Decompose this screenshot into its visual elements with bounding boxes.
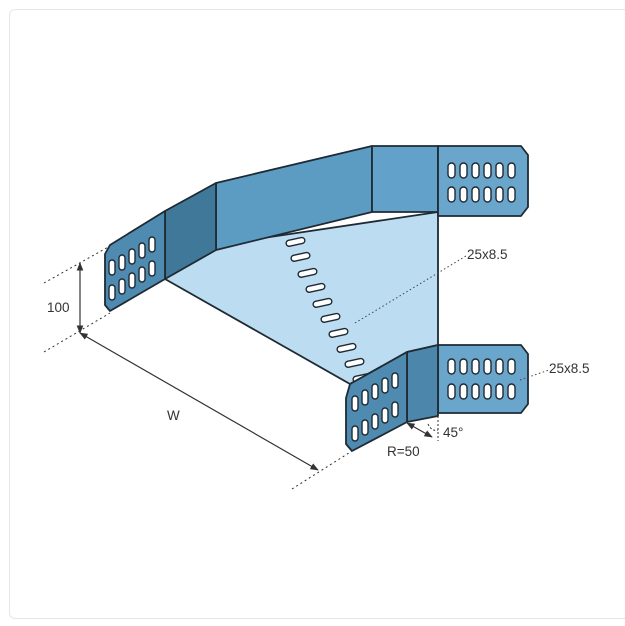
side-slot-label: 25x8.5 [549, 361, 590, 376]
flange-left-slots [108, 236, 156, 301]
flange-front-slots [351, 372, 399, 442]
height-label: 100 [47, 300, 70, 315]
flange-top-right [437, 145, 529, 217]
floor-slot-row [285, 236, 373, 383]
width-label: W [167, 408, 180, 423]
flange-top-right-slots [447, 162, 516, 203]
height-dimension [43, 245, 111, 353]
slot-callouts [354, 255, 550, 381]
floor-slot-label: 25x8.5 [467, 247, 508, 262]
tray-back-wall-straight [371, 145, 439, 213]
radius-angle-dimension [406, 416, 439, 441]
width-dimension [79, 332, 353, 490]
flange-bottom-right-slots [447, 358, 516, 400]
radius-label: R=50 [387, 444, 420, 459]
tray-right-end-wall [406, 344, 439, 423]
flange-bottom-right [437, 344, 529, 414]
angle-label: 45° [443, 425, 463, 440]
